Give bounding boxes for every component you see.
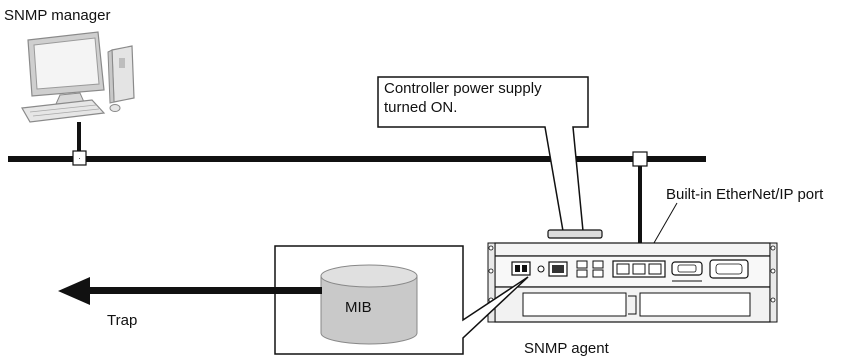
manager-tap-box (72, 150, 87, 166)
arrow-left-icon (58, 277, 322, 305)
manager-drop-line (77, 122, 81, 158)
builtin-port-label: Built-in EtherNet/IP port (666, 186, 824, 203)
callout-line-1: Controller power supply (384, 80, 542, 97)
callout-text: Controller power supply turned ON. (384, 79, 584, 117)
agent-drop-line (638, 166, 642, 262)
callout-line-2: turned ON. (384, 99, 458, 116)
computer-icon (21, 31, 135, 123)
snmp-agent-label: SNMP agent (524, 340, 609, 357)
trap-label: Trap (107, 312, 138, 329)
database-icon (320, 264, 418, 345)
svg-text:·: · (78, 154, 81, 163)
controller-icon (487, 229, 778, 323)
port-tap-box (632, 151, 648, 167)
mib-label: MIB (345, 299, 372, 316)
network-bus (8, 156, 706, 162)
snmp-manager-label: SNMP manager (4, 7, 111, 24)
